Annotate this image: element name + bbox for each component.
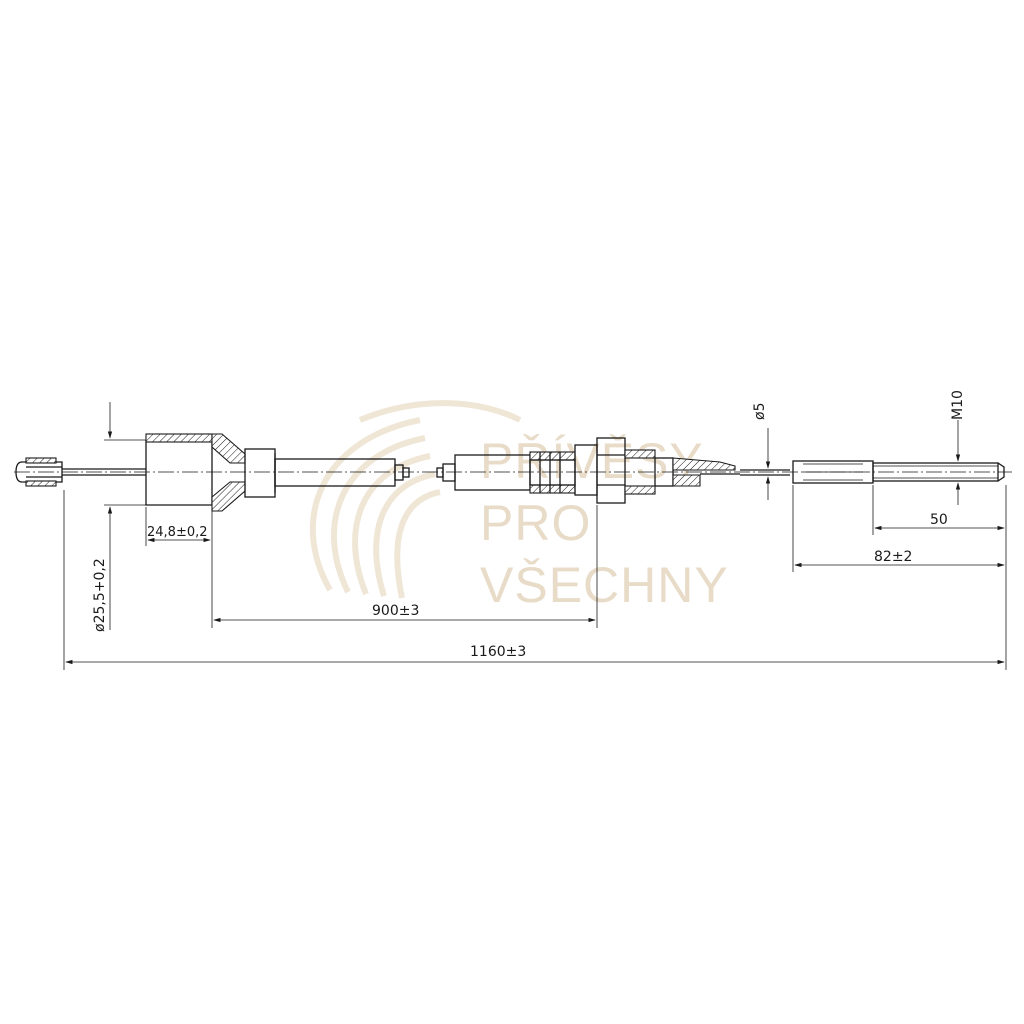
protective-tube [244, 448, 410, 498]
dim-end-length: 82±2 [792, 485, 1005, 572]
threaded-end [792, 460, 1005, 484]
thread-size-label: M10 [950, 390, 966, 420]
cable-diameter-label: ø5 [752, 403, 768, 420]
overall-length-label: 1160±3 [470, 644, 526, 660]
dim-housing-length: 24,8±0,2 [145, 507, 213, 628]
cable-housing-left [145, 433, 246, 512]
end-length-label: 82±2 [874, 549, 912, 565]
dim-thread-size: M10 [950, 390, 966, 505]
adjuster-assembly [436, 437, 790, 504]
watermark-swirl-logo [309, 400, 522, 599]
dim-thread-length: 50 [872, 485, 1005, 535]
watermark-line-1: PŘÍVĚSY [480, 433, 704, 489]
left-clevis-end [15, 457, 146, 487]
dim-cable-diameter: ø5 [752, 403, 771, 500]
dim-overall-length: 1160±3 [63, 485, 1007, 670]
watermark-line-2: PRO [480, 495, 591, 551]
dim-length-900: 900±3 [213, 505, 598, 628]
watermark-line-3: VŠECHNY [480, 557, 729, 613]
bore-diameter-label: ø25,5+0,2 [92, 558, 108, 632]
housing-length-label: 24,8±0,2 [147, 525, 208, 540]
thread-length-label: 50 [930, 512, 948, 528]
watermark: PŘÍVĚSY PRO VŠECHNY [309, 400, 729, 613]
length-900-label: 900±3 [372, 603, 419, 619]
dim-bore-diameter: ø25,5+0,2 [92, 402, 146, 632]
